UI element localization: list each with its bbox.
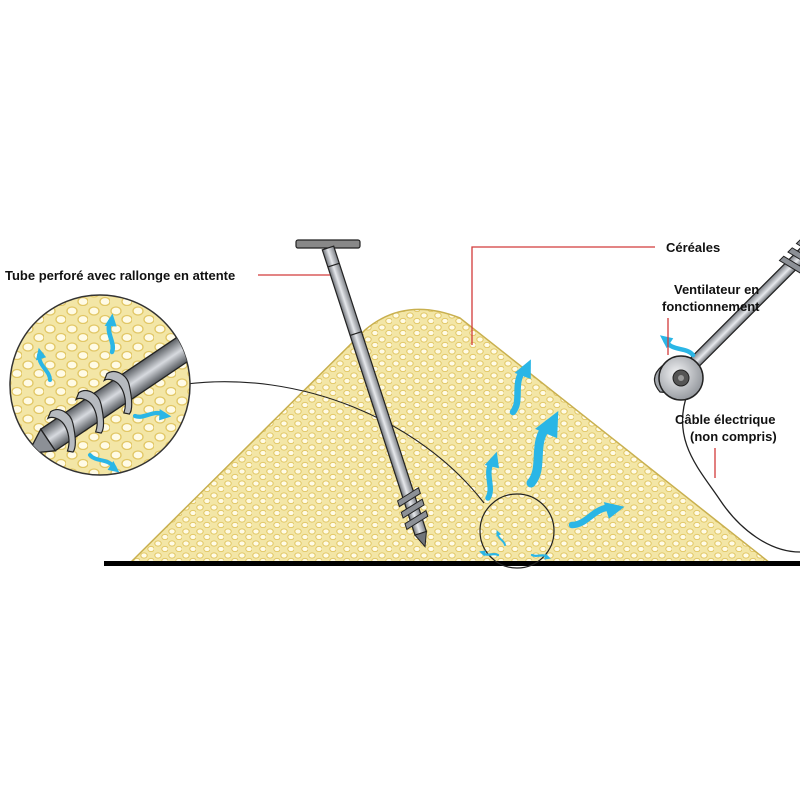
cereals-label: Céréales [666, 240, 720, 255]
airflow-arrow-icon [657, 334, 697, 358]
cereals-leader-line [471, 246, 655, 345]
ground-line [104, 561, 800, 566]
fan-label-line-1: Ventilateur en [674, 282, 759, 297]
leader-lines [258, 246, 716, 478]
magnified-auger-view [9, 294, 191, 475]
vertical-tube [295, 239, 429, 548]
grain-heap [128, 308, 773, 564]
electrical-cable [681, 391, 800, 553]
fan-icon [653, 355, 704, 401]
zoom-target-circle [479, 493, 555, 569]
zoom-connector-line [185, 381, 485, 504]
cable-label-line-2: (non compris) [690, 429, 777, 444]
tube-label: Tube perforé avec rallonge en attente [5, 268, 235, 283]
fan-label-line-2: fonctionnement [662, 299, 760, 314]
cable-label-line-1: Câble électrique [675, 412, 775, 427]
